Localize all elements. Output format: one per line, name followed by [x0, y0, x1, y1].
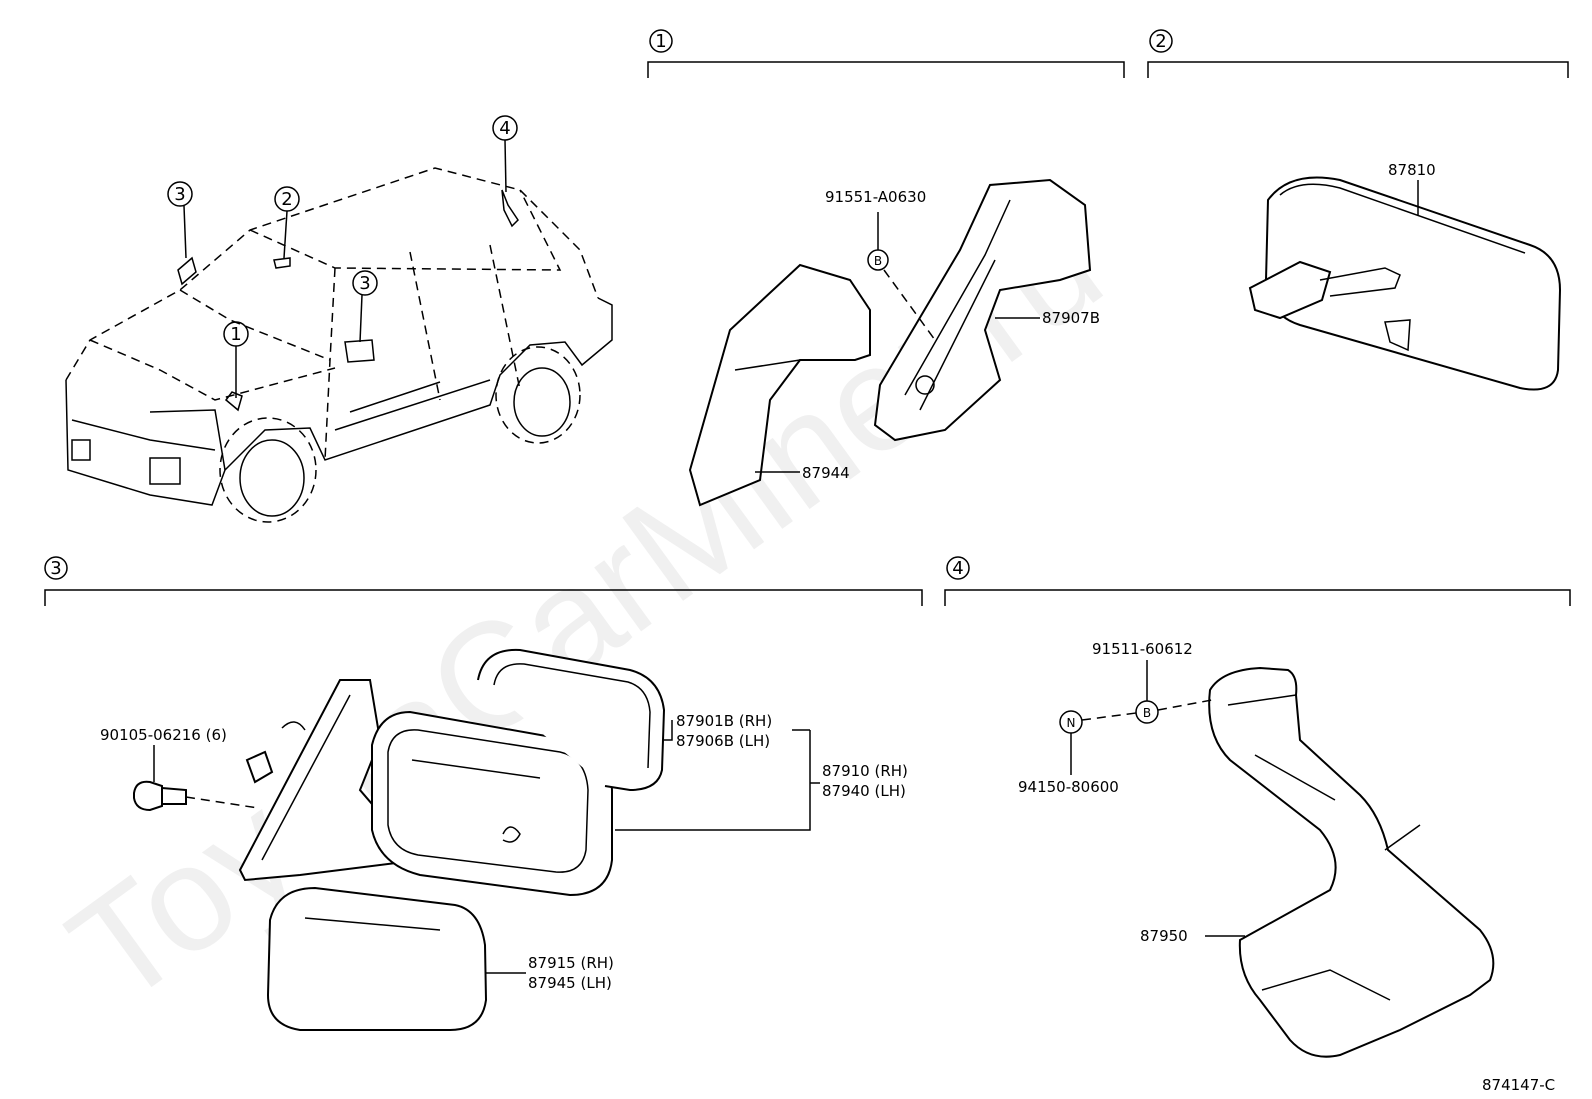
fastener-b-2: B: [1135, 660, 1159, 724]
svg-text:3: 3: [359, 273, 370, 294]
section-bracket-2: [1147, 61, 1569, 78]
svg-text:2: 2: [1155, 31, 1166, 52]
part-label-87906B: 87906B (LH): [676, 732, 770, 750]
part-87950-cover: [1208, 666, 1495, 1058]
vehicle-illustration: [65, 167, 613, 523]
leader-87901B: [664, 720, 810, 741]
car-callout-3-right: 3: [352, 270, 378, 343]
part-label-87901B: 87901B (RH): [676, 712, 772, 730]
leader-dashed-section-4: [1081, 699, 1213, 721]
part-label-90105: 90105-06216 (6): [100, 726, 227, 744]
svg-text:4: 4: [499, 118, 510, 139]
fastener-n-1: N: [1059, 710, 1083, 775]
part-label-87940: 87940 (LH): [822, 782, 906, 800]
part-87901B-mirror-glass: [477, 648, 666, 792]
svg-text:4: 4: [952, 558, 963, 579]
svg-text:B: B: [874, 254, 882, 268]
part-label-91551: 91551-A0630: [825, 188, 926, 206]
car-callout-2: 2: [274, 186, 300, 259]
part-label-87810: 87810: [1388, 161, 1436, 179]
part-87915-cover: [266, 886, 488, 1031]
group-marker-1: 1: [649, 29, 673, 53]
svg-text:1: 1: [230, 324, 241, 345]
part-label-87945: 87945 (LH): [528, 974, 612, 992]
svg-text:3: 3: [174, 184, 185, 205]
section-bracket-1: [647, 61, 1125, 78]
part-label-87910: 87910 (RH): [822, 762, 908, 780]
part-90105-screw: [133, 745, 259, 812]
group-marker-3: 3: [44, 556, 68, 580]
leader-87910: [615, 730, 820, 831]
svg-text:B: B: [1143, 706, 1151, 720]
part-label-94150: 94150-80600: [1018, 778, 1119, 796]
part-87907B-bracket: [873, 178, 1092, 442]
car-callout-3-left: 3: [167, 181, 193, 259]
svg-text:2: 2: [281, 189, 292, 210]
group-marker-4: 4: [946, 556, 970, 580]
part-87944-cover: [688, 263, 871, 507]
svg-text:N: N: [1067, 716, 1076, 730]
svg-text:3: 3: [50, 558, 61, 579]
part-label-87907B: 87907B: [1042, 309, 1100, 327]
fastener-b-1: B: [867, 212, 936, 341]
section-bracket-3: [44, 589, 923, 606]
car-callout-1: 1: [223, 321, 249, 398]
svg-text:1: 1: [655, 31, 666, 52]
part-label-87950: 87950: [1140, 927, 1188, 945]
part-label-87944: 87944: [802, 464, 850, 482]
diagram-code: 874147-C: [1482, 1076, 1555, 1094]
part-label-91511: 91511-60612: [1092, 640, 1193, 658]
part-87810-inner-mirror: [1248, 176, 1562, 391]
section-bracket-4: [944, 589, 1571, 606]
car-callout-4: 4: [492, 115, 518, 193]
part-label-87915: 87915 (RH): [528, 954, 614, 972]
part-87910-mirror-assembly: [238, 679, 613, 897]
group-marker-2: 2: [1149, 29, 1173, 53]
